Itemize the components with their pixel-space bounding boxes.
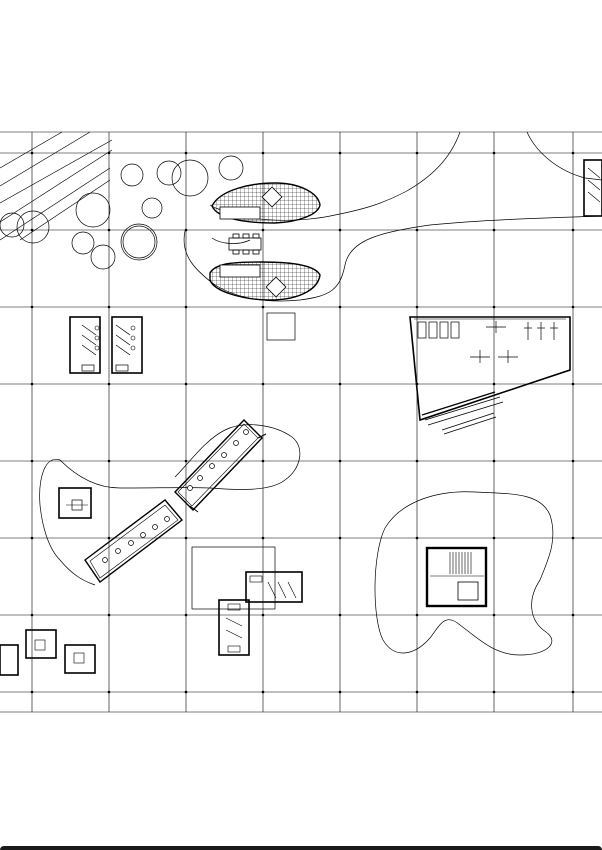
grid-intersection-markers: [30, 151, 575, 694]
grid-node: [30, 228, 34, 232]
grid-node: [415, 459, 419, 463]
grid-node: [30, 151, 34, 155]
grid-node: [415, 151, 419, 155]
grid-node: [492, 305, 496, 309]
linear-building-upper: [174, 418, 267, 513]
grid-node: [30, 536, 34, 540]
kiosk-square: [266, 312, 296, 341]
grid-node: [107, 382, 111, 386]
seat-icon: [102, 429, 249, 563]
grid-node: [338, 613, 342, 617]
grid-node: [571, 382, 575, 386]
stair-tower: [425, 546, 488, 608]
bottom-edge-bar: [0, 846, 602, 850]
grid-node: [107, 536, 111, 540]
grid-node: [571, 690, 575, 694]
grid-node: [184, 305, 188, 309]
grid-node: [571, 151, 575, 155]
grid-node: [261, 151, 265, 155]
grid-node: [492, 459, 496, 463]
grid-node: [338, 690, 342, 694]
grid-node: [338, 382, 342, 386]
grid-node: [338, 536, 342, 540]
plaza-outline: [191, 546, 276, 610]
grid-node: [261, 536, 265, 540]
grid-node: [571, 305, 575, 309]
grid-node: [184, 690, 188, 694]
hatched-planter-top: [211, 182, 321, 224]
toilet-icon: [94, 325, 136, 351]
grid-node: [107, 228, 111, 232]
kiosk-left: [58, 487, 92, 519]
grid-node: [184, 228, 188, 232]
table-icon: [228, 233, 262, 255]
toilet-block-middle: [218, 571, 303, 656]
grid-node: [415, 305, 419, 309]
grid-node: [261, 613, 265, 617]
grid-node: [184, 459, 188, 463]
grid-node: [415, 228, 419, 232]
grid-node: [261, 382, 265, 386]
grid-node: [184, 151, 188, 155]
tree-circles: [0, 155, 244, 270]
grid-node: [261, 690, 265, 694]
seat-icon: [470, 321, 558, 363]
hatched-planter-bottom: [209, 261, 321, 301]
grid-node: [107, 690, 111, 694]
grid-node: [30, 459, 34, 463]
grid-node: [30, 305, 34, 309]
grid-node: [338, 228, 342, 232]
grid-node: [184, 613, 188, 617]
grid-node: [338, 305, 342, 309]
diagonal-path-lines: [0, 131, 113, 241]
grid-node: [415, 536, 419, 540]
grid-node: [30, 690, 34, 694]
stair-icon: [449, 552, 472, 574]
toilet-block-top-right: [583, 159, 602, 217]
grid-node: [415, 690, 419, 694]
grid-node: [107, 613, 111, 617]
grid-node: [338, 151, 342, 155]
pavilion-building: [409, 316, 571, 435]
grid-node: [415, 613, 419, 617]
grid-node: [107, 459, 111, 463]
grid-node: [492, 613, 496, 617]
grid-node: [261, 459, 265, 463]
grid-node: [571, 228, 575, 232]
grid-node: [492, 228, 496, 232]
grid-node: [492, 151, 496, 155]
grid-node: [107, 305, 111, 309]
grid-node: [184, 382, 188, 386]
grid-node: [492, 382, 496, 386]
grid-node: [261, 305, 265, 309]
landscape-curves: [39, 131, 602, 656]
grid-node: [30, 382, 34, 386]
grid-node: [338, 459, 342, 463]
kiosks-bottom-left: [0, 629, 96, 676]
grid-node: [492, 690, 496, 694]
grid-node: [30, 613, 34, 617]
grid-node: [571, 613, 575, 617]
grid-node: [571, 536, 575, 540]
toilet-block-left: [69, 316, 143, 374]
grid-node: [571, 459, 575, 463]
grid-node: [492, 536, 496, 540]
grid-node: [261, 228, 265, 232]
linear-building-lower: [84, 499, 184, 584]
grid-node: [184, 536, 188, 540]
